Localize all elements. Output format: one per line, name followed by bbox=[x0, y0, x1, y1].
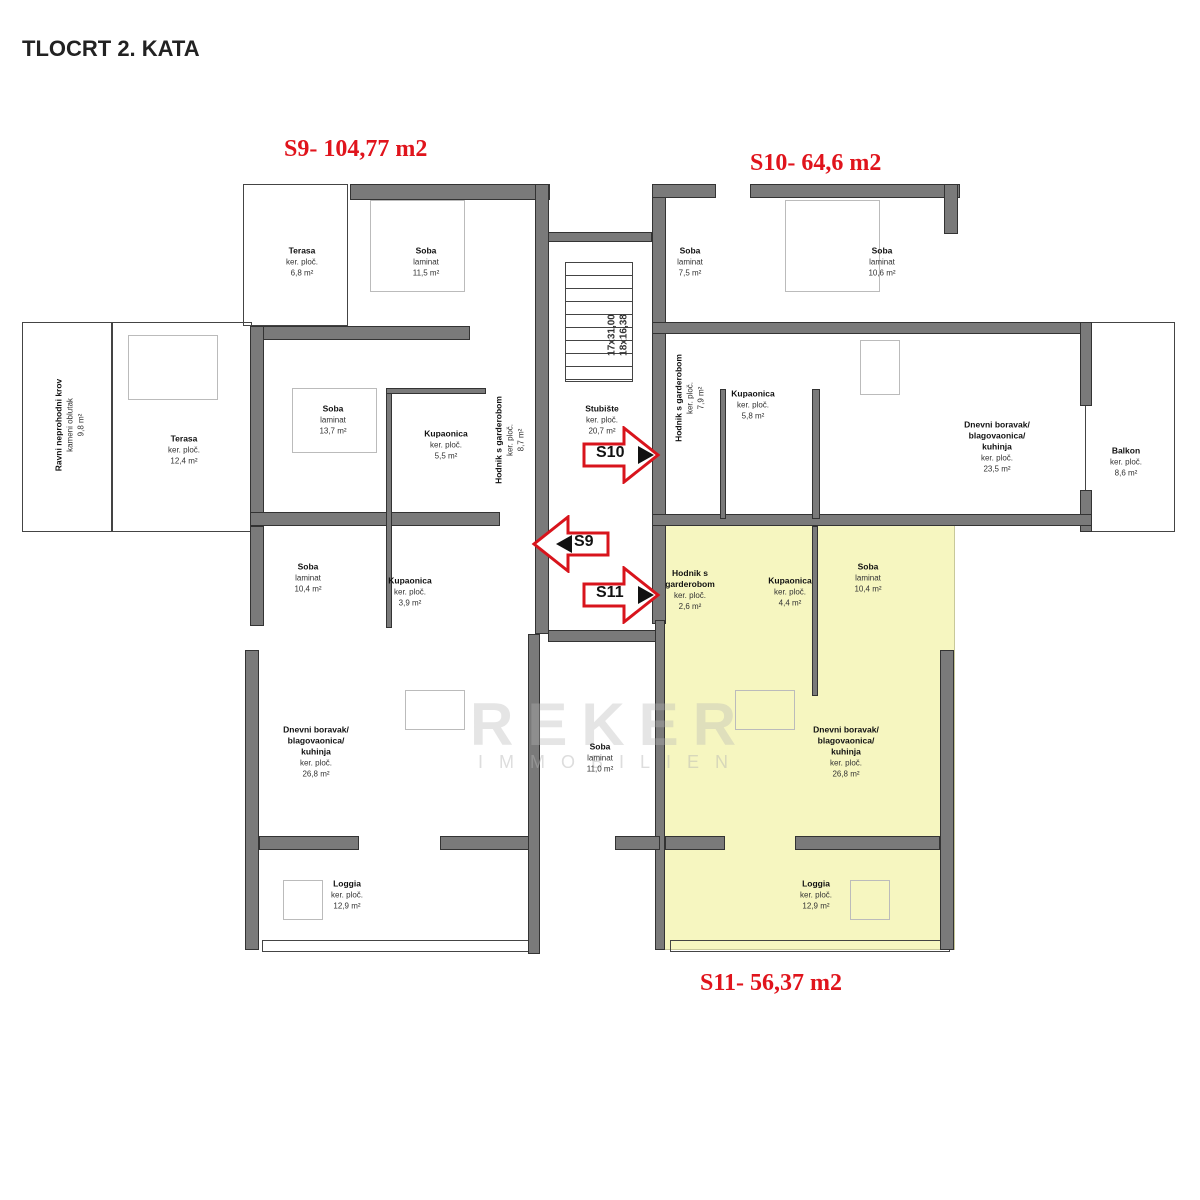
wall bbox=[440, 836, 540, 850]
wall bbox=[652, 184, 716, 198]
terrace-top-outline bbox=[243, 184, 348, 326]
wall bbox=[655, 620, 665, 950]
arrow-left-icon bbox=[531, 513, 610, 575]
bed bbox=[785, 200, 880, 292]
wall bbox=[720, 389, 726, 519]
wall bbox=[615, 836, 660, 850]
wall bbox=[665, 836, 725, 850]
wall bbox=[795, 836, 940, 850]
kitchen-island bbox=[735, 690, 795, 730]
wall bbox=[245, 650, 259, 950]
arrow-right-icon bbox=[582, 564, 661, 626]
staircase bbox=[565, 262, 633, 382]
wall bbox=[250, 326, 264, 526]
wall bbox=[535, 184, 549, 634]
wall bbox=[259, 836, 359, 850]
wall bbox=[548, 232, 652, 242]
wall bbox=[812, 526, 818, 696]
wall bbox=[1080, 322, 1092, 406]
unit-s11-highlight bbox=[655, 518, 955, 950]
wall bbox=[812, 389, 820, 519]
entrance-arrow-s11: S11 bbox=[582, 564, 662, 626]
stair-dimension: 18x16,38 bbox=[618, 314, 630, 356]
wall bbox=[350, 184, 550, 200]
wall bbox=[750, 184, 960, 198]
wall bbox=[652, 514, 1092, 526]
entrance-arrow-s10: S10 bbox=[582, 424, 662, 486]
wall bbox=[528, 634, 540, 954]
wall bbox=[548, 630, 656, 642]
unit-label-s9: S9- 104,77 m2 bbox=[284, 136, 428, 162]
loggia-rail-left bbox=[262, 940, 532, 952]
roof-outline bbox=[22, 322, 112, 532]
page-title: TLOCRT 2. KATA bbox=[22, 36, 200, 61]
arrow-label: S9 bbox=[574, 533, 594, 550]
wall bbox=[250, 326, 470, 340]
kitchen-island bbox=[405, 690, 465, 730]
arrow-label: S11 bbox=[596, 584, 624, 601]
wall bbox=[940, 650, 954, 950]
loggia-table bbox=[850, 880, 890, 920]
wall bbox=[652, 184, 666, 624]
jacuzzi bbox=[128, 335, 218, 400]
wall bbox=[944, 184, 958, 234]
wall bbox=[250, 526, 264, 626]
stair-dimension: 17x31,00 bbox=[606, 314, 618, 356]
unit-label-s11: S11- 56,37 m2 bbox=[700, 970, 843, 996]
loggia-table bbox=[283, 880, 323, 920]
loggia-rail-right bbox=[670, 940, 950, 952]
entrance-arrow-s9: S9 bbox=[530, 513, 610, 575]
watermark: REKER bbox=[470, 691, 751, 758]
dining-table bbox=[860, 340, 900, 395]
arrow-right-icon bbox=[582, 424, 661, 486]
arrow-label: S10 bbox=[596, 444, 625, 461]
watermark-sub: IMMOBILIEN bbox=[478, 752, 745, 772]
wall bbox=[652, 322, 1092, 334]
balcony-outline bbox=[1085, 322, 1175, 532]
wall bbox=[250, 512, 500, 526]
unit-label-s10: S10- 64,6 m2 bbox=[750, 150, 882, 176]
bed bbox=[292, 388, 377, 453]
bed bbox=[370, 200, 465, 292]
wall bbox=[386, 388, 486, 394]
